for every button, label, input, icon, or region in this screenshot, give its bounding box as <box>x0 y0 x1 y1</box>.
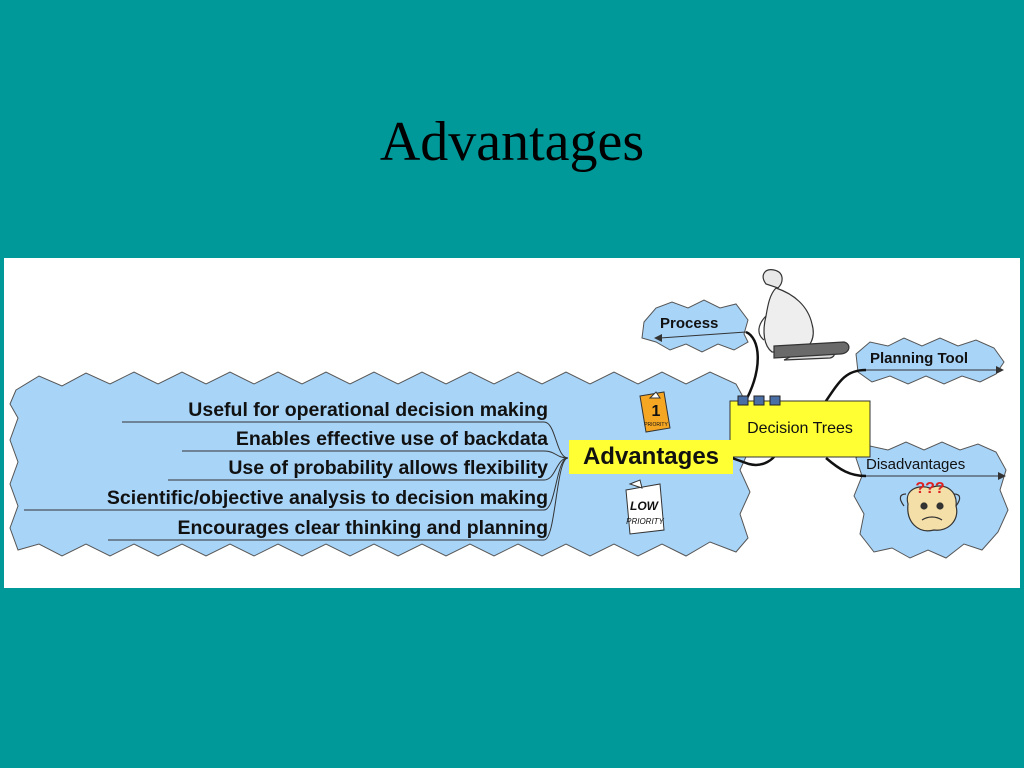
central-node-box <box>729 400 871 458</box>
disadvantages-arrow <box>998 472 1006 480</box>
process-arrow <box>654 334 662 342</box>
advantage-item-3: Use of probability allows flexibility <box>228 457 548 479</box>
advantage-branch-lines <box>24 421 569 541</box>
central-topic-label: Decision Trees <box>747 420 853 437</box>
priority-high-clipart <box>639 391 671 433</box>
node-tab-1 <box>737 395 749 406</box>
advantage-item-5: Encourages clear thinking and planning <box>177 517 548 539</box>
slide-title: Advantages <box>379 111 645 173</box>
connector-process <box>742 330 759 405</box>
node-tab-2 <box>753 395 765 406</box>
advantage-item-4: Scientific/objective analysis to decisio… <box>106 487 548 509</box>
confused-face-clipart <box>899 485 961 532</box>
disadvantages-label: Disadvantages <box>866 456 966 473</box>
mindmap-diagram: 1 PRIORITY LOW PRIORITY ??? <box>9 269 1009 559</box>
priority-high-number: 1 <box>652 403 661 420</box>
process-bubble <box>641 299 749 353</box>
priority-low-clipart <box>625 479 665 535</box>
connector-planning <box>822 368 867 405</box>
process-label: Process <box>660 315 719 332</box>
mindmap-panel: 1 PRIORITY LOW PRIORITY ??? Useful for o… <box>4 258 1020 588</box>
thinker-clipart <box>758 269 850 361</box>
node-tab-3 <box>769 395 781 406</box>
connector-process-line <box>659 331 747 339</box>
advantages-node-label: Advantages <box>582 443 720 470</box>
advantage-item-1: Useful for operational decision making <box>188 399 548 421</box>
priority-high-text: PRIORITY <box>644 422 668 428</box>
planning-tool-label: Planning Tool <box>870 350 969 367</box>
advantages-highlight <box>569 440 733 474</box>
priority-low-bottom: PRIORITY <box>626 517 664 526</box>
advantage-item-2: Enables effective use of backdata <box>235 428 548 450</box>
priority-low-top: LOW <box>630 499 660 513</box>
confused-marks: ??? <box>915 480 944 497</box>
planning-arrow <box>996 366 1004 374</box>
connector-disadvantages <box>825 457 867 478</box>
